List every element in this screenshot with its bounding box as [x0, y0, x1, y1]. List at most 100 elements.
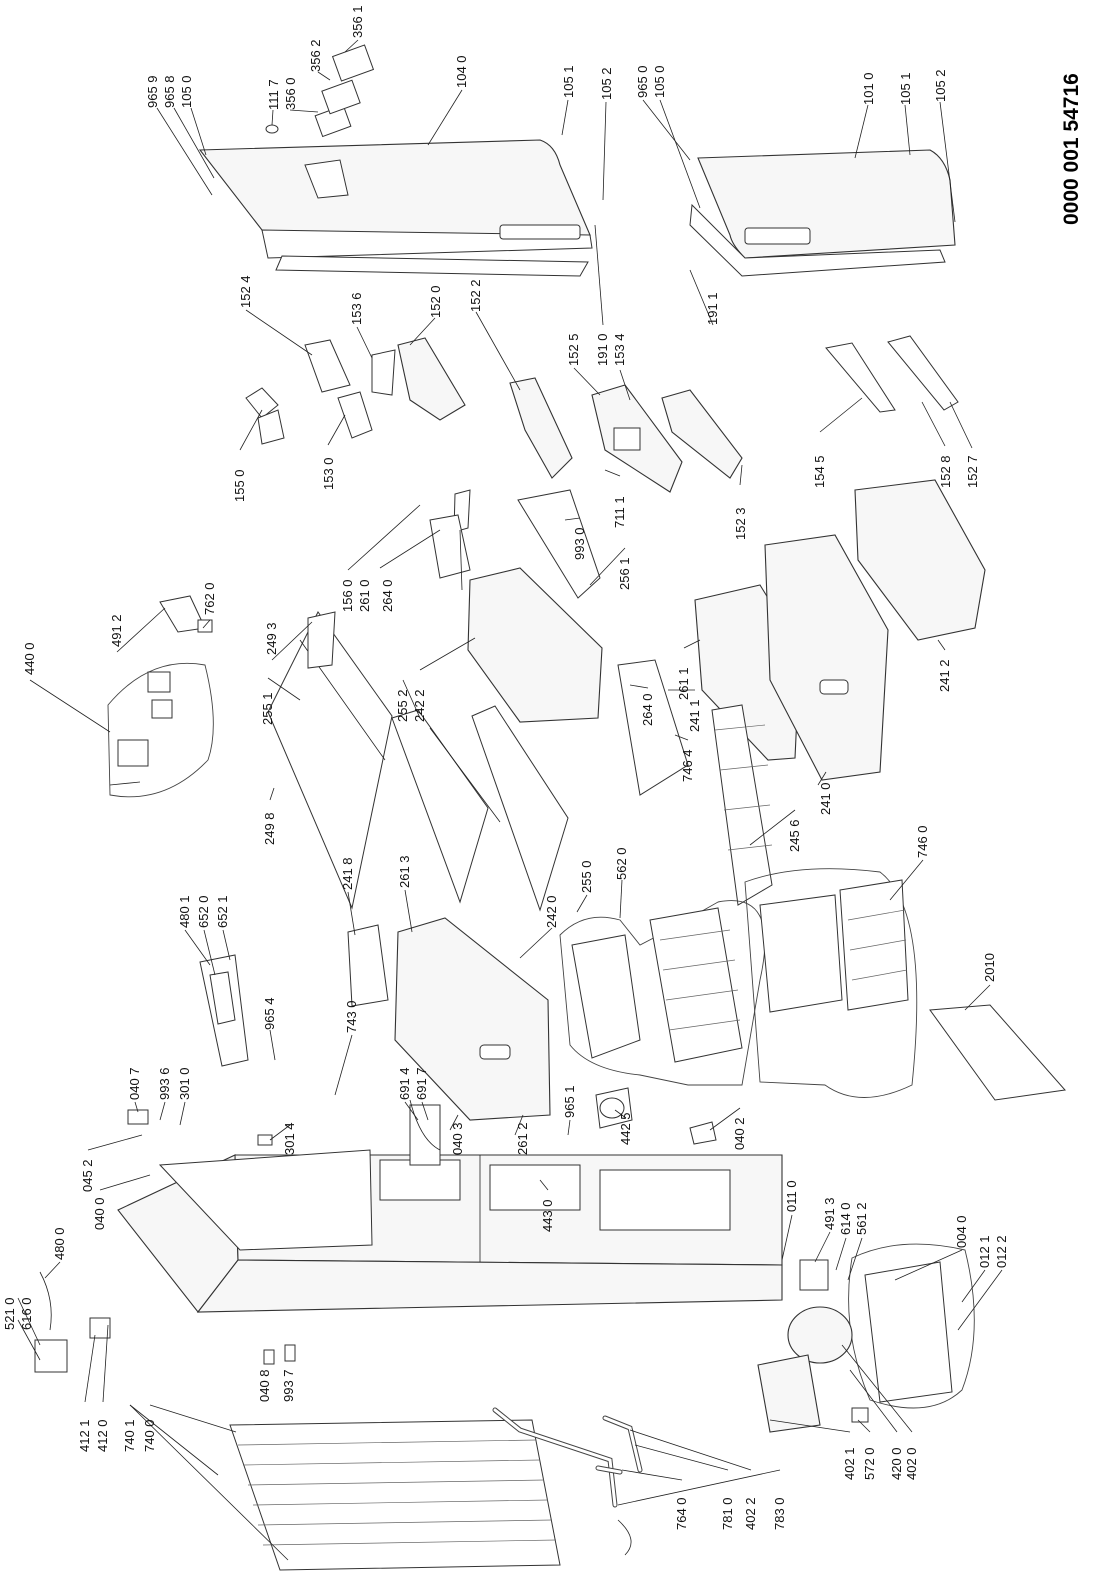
label-691-7: 691 7 [414, 1067, 429, 1100]
label-012-1: 012 1 [977, 1235, 992, 1268]
label-249-3: 249 3 [264, 622, 279, 655]
label-412-0: 412 0 [95, 1419, 110, 1452]
label-993-7: 993 7 [281, 1369, 296, 1402]
label-993-6: 993 6 [157, 1067, 172, 1100]
label-420-0: 420 0 [889, 1447, 904, 1480]
label-261-2: 261 2 [515, 1122, 530, 1155]
label-561-2: 561 2 [854, 1202, 869, 1235]
label-153-0: 153 0 [321, 457, 336, 490]
label-191-1: 191 1 [705, 292, 720, 325]
label-104-0: 104 0 [454, 55, 469, 88]
label-261-0: 261 0 [357, 579, 372, 612]
label-562-0: 562 0 [614, 847, 629, 880]
label-111-7: 111 7 [266, 79, 281, 110]
cabinet [117, 1149, 783, 1365]
label-491-2: 491 2 [109, 614, 124, 647]
label-781-0: 781 0 [720, 1497, 735, 1530]
label-152-2: 152 2 [468, 279, 483, 312]
door-balconies [245, 335, 959, 493]
label-242-0: 242 0 [544, 895, 559, 928]
tubes [39, 1099, 643, 1508]
label-256-1: 256 1 [617, 557, 632, 590]
label-412-1: 412 1 [77, 1419, 92, 1452]
label-241-2: 241 2 [937, 659, 952, 692]
label-652-1: 652 1 [215, 895, 230, 928]
label-740-1: 740 1 [122, 1419, 137, 1452]
fan-assembly [34, 1087, 829, 1373]
label-101-0: 101 0 [861, 72, 876, 105]
label-242-2: 242 2 [412, 689, 427, 722]
label-356-0: 356 0 [283, 77, 298, 110]
label-155-0: 155 0 [232, 469, 247, 502]
label-402-1: 402 1 [842, 1447, 857, 1480]
label-743-0: 743 0 [344, 1000, 359, 1033]
part-labels: 965 9 965 8 105 0 111 7 356 0 356 2 356 … [2, 5, 1009, 1530]
label-691-4: 691 4 [397, 1067, 412, 1100]
label-153-4: 153 4 [612, 333, 627, 366]
label-152-0: 152 0 [428, 285, 443, 318]
label-156-0: 156 0 [340, 579, 355, 612]
top-cover [929, 1004, 1066, 1101]
label-783-0: 783 0 [772, 1497, 787, 1530]
label-152-5: 152 5 [566, 333, 581, 366]
label-762-0: 762 0 [202, 582, 217, 615]
label-105-0: 105 0 [179, 75, 194, 108]
label-040-0: 040 0 [92, 1197, 107, 1230]
label-040-7: 040 7 [127, 1067, 142, 1100]
condenser [229, 1419, 632, 1571]
label-616-0: 616 0 [19, 1297, 34, 1330]
label-012-2: 012 2 [994, 1235, 1009, 1268]
label-402-0: 402 0 [904, 1447, 919, 1480]
label-040-3: 040 3 [450, 1122, 465, 1155]
label-241-0: 241 0 [818, 782, 833, 815]
label-301-4: 301 4 [282, 1122, 297, 1155]
label-255-2: 255 2 [395, 689, 410, 722]
label-105-2: 105 2 [599, 67, 614, 100]
label-965-4: 965 4 [262, 997, 277, 1030]
freezer-door [689, 149, 956, 277]
label-2010: 2010 [982, 953, 997, 982]
label-153-6: 153 6 [349, 292, 364, 325]
label-154-5: 154 5 [812, 455, 827, 488]
label-402-2: 402 2 [743, 1497, 758, 1530]
label-105-1: 105 1 [561, 65, 576, 98]
label-004-0: 004 0 [954, 1215, 969, 1248]
label-245-6: 245 6 [787, 819, 802, 852]
electronic-board [199, 954, 249, 1067]
label-040-8: 040 8 [257, 1369, 272, 1402]
fridge-door [198, 139, 593, 277]
label-301-0: 301 0 [177, 1067, 192, 1100]
label-440-0: 440 0 [22, 642, 37, 675]
label-442-5: 442 5 [618, 1112, 633, 1145]
label-105-2: 105 2 [933, 69, 948, 102]
drawers [307, 479, 986, 1121]
fan-group [107, 409, 285, 798]
label-255-0: 255 0 [579, 860, 594, 893]
label-965-9: 965 9 [145, 75, 160, 108]
label-764-0: 764 0 [674, 1497, 689, 1530]
label-443-0: 443 0 [540, 1199, 555, 1232]
label-652-0: 652 0 [196, 895, 211, 928]
label-965-1: 965 1 [562, 1085, 577, 1118]
label-152-8: 152 8 [938, 455, 953, 488]
compressor-group [757, 1243, 975, 1433]
label-261-3: 261 3 [397, 855, 412, 888]
label-746-0: 746 0 [915, 825, 930, 858]
label-965-8: 965 8 [162, 75, 177, 108]
label-746-4: 746 4 [680, 749, 695, 782]
evaporator-group [559, 868, 918, 1098]
label-011-0: 011 0 [784, 1180, 799, 1212]
label-264-0: 264 0 [380, 579, 395, 612]
label-572-0: 572 0 [862, 1447, 877, 1480]
label-491-3: 491 3 [822, 1197, 837, 1230]
label-241-8: 241 8 [340, 857, 355, 890]
wire-grid [711, 704, 773, 906]
label-249-8: 249 8 [262, 812, 277, 845]
label-965-0: 965 0 [635, 65, 650, 98]
label-241-1: 241 1 [687, 699, 702, 732]
label-356-1: 356 1 [350, 5, 365, 38]
label-740-0: 740 0 [142, 1419, 157, 1452]
label-614-0: 614 0 [838, 1202, 853, 1235]
label-264-0: 264 0 [640, 693, 655, 726]
label-261-1: 261 1 [676, 667, 691, 700]
